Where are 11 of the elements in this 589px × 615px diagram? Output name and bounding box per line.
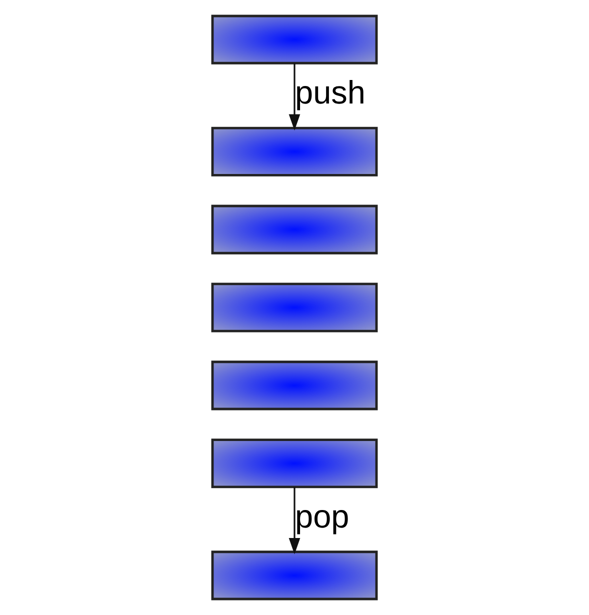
node-box [211,14,378,64]
edge-label: pop [295,498,350,535]
arrow [288,487,300,554]
node-box [211,204,378,254]
node-box [211,282,378,332]
node-box [211,438,378,488]
node-box [211,360,378,410]
node-box [211,550,378,600]
arrow [288,63,300,130]
node-box [211,126,378,176]
edge-label: push [295,74,366,111]
